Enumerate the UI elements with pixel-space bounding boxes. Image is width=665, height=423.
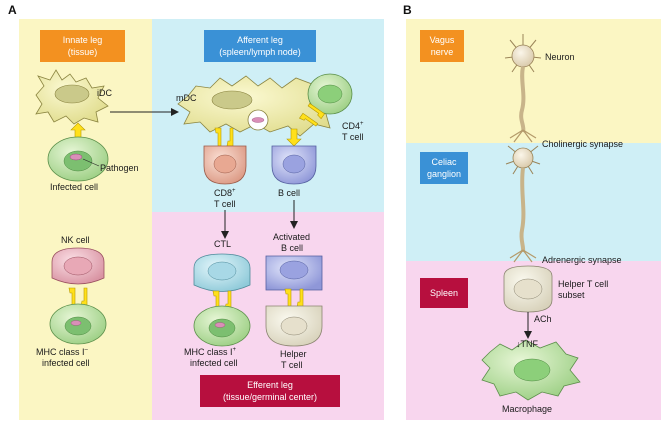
- ctl-label: CTL: [214, 239, 231, 249]
- macrophage-nucleus: [513, 358, 551, 382]
- cd8-label-line2: T cell: [214, 199, 235, 209]
- nk-cell-label: NK cell: [61, 235, 90, 245]
- panel-b-letter: B: [403, 3, 412, 17]
- innate-leg-line1: Innate leg: [63, 35, 103, 45]
- mdc-label: mDC: [176, 93, 197, 103]
- celiac-tag: [420, 152, 468, 184]
- b-cell-label: B cell: [278, 188, 300, 198]
- adrenergic-terminals: [509, 249, 537, 263]
- vagus-tag: [420, 30, 464, 62]
- celiac-line1: Celiac: [431, 157, 457, 167]
- ach-label: ACh: [534, 314, 552, 324]
- activated-b-label-line2: B cell: [281, 243, 303, 253]
- innate-leg-tag: [40, 30, 125, 62]
- efferent-leg-tag: [200, 375, 340, 407]
- activated-b-nucleus: [279, 260, 309, 280]
- innate-leg-line2: (tissue): [68, 47, 98, 57]
- tnf-label: ↓TNF: [516, 339, 538, 349]
- vagus-line2: nerve: [431, 47, 454, 57]
- efferent-leg-line1: Efferent leg: [247, 380, 293, 390]
- mhc-pos-label-line1: MHC class I+: [184, 347, 237, 357]
- mhc-pos-nucleus: [208, 318, 236, 338]
- afferent-leg-tag: [204, 30, 316, 62]
- ctl-nucleus: [207, 261, 237, 281]
- celiac-neuron-soma: [512, 147, 534, 169]
- idc-label: iDC: [97, 88, 112, 98]
- cd8-label-line1: CD8+: [214, 188, 236, 198]
- activated-b-label-line1: Activated: [273, 232, 310, 242]
- b-cell-nucleus: [282, 154, 306, 174]
- vagus-line1: Vagus: [430, 35, 455, 45]
- adrenergic-label: Adrenergic synapse: [542, 255, 622, 265]
- helper-t-subset-line2: subset: [558, 290, 585, 300]
- mhc-neg-label-line2: infected cell: [42, 358, 90, 368]
- neuron-label: Neuron: [545, 52, 575, 62]
- helper-t-label-line1: Helper: [280, 349, 307, 359]
- pathogen-pointer: [82, 158, 100, 167]
- cholinergic-terminals: [509, 129, 537, 143]
- helper-t-subset-line1: Helper T cell: [558, 279, 608, 289]
- mhc-pos-label-line2: infected cell: [190, 358, 238, 368]
- macrophage-label: Macrophage: [502, 404, 552, 414]
- afferent-leg-line1: Afferent leg: [237, 35, 283, 45]
- mhc-neg-nucleus: [64, 316, 92, 336]
- mdc-nucleus: [211, 90, 253, 110]
- celiac-line2: ganglion: [427, 169, 461, 179]
- pathogen-icon: [69, 153, 83, 161]
- cd8-nucleus: [213, 154, 237, 174]
- cd4-label-line2: T cell: [342, 132, 363, 142]
- infected-cell-label: Infected cell: [50, 182, 98, 192]
- panel-a-letter: A: [8, 3, 17, 17]
- vagus-neuron-soma: [511, 44, 535, 68]
- helper-t-subset-nucleus: [513, 278, 543, 300]
- mhc-pos-pathogen-icon: [214, 322, 226, 328]
- cd4-label-line1: CD4+: [342, 121, 364, 131]
- helper-t-label-line2: T cell: [281, 360, 302, 370]
- idc-nucleus: [54, 84, 90, 104]
- afferent-leg-line2: (spleen/lymph node): [219, 47, 301, 57]
- cd4-nucleus: [317, 84, 343, 104]
- mhc-neg-pathogen-icon: [70, 320, 82, 326]
- celiac-axon: [519, 167, 526, 253]
- spleen-label: Spleen: [430, 288, 458, 298]
- pathogen-label: Pathogen: [100, 163, 139, 173]
- cholinergic-label: Cholinergic synapse: [542, 139, 623, 149]
- spleen-tag: [420, 278, 468, 308]
- helper-t-nucleus: [280, 316, 308, 336]
- efferent-leg-line2: (tissue/germinal center): [223, 392, 317, 402]
- nk-nucleus: [63, 256, 93, 276]
- vagus-axon: [519, 66, 526, 133]
- mhc-neg-label-line1: MHC class I–: [36, 347, 89, 357]
- antigen-icon: [251, 117, 265, 123]
